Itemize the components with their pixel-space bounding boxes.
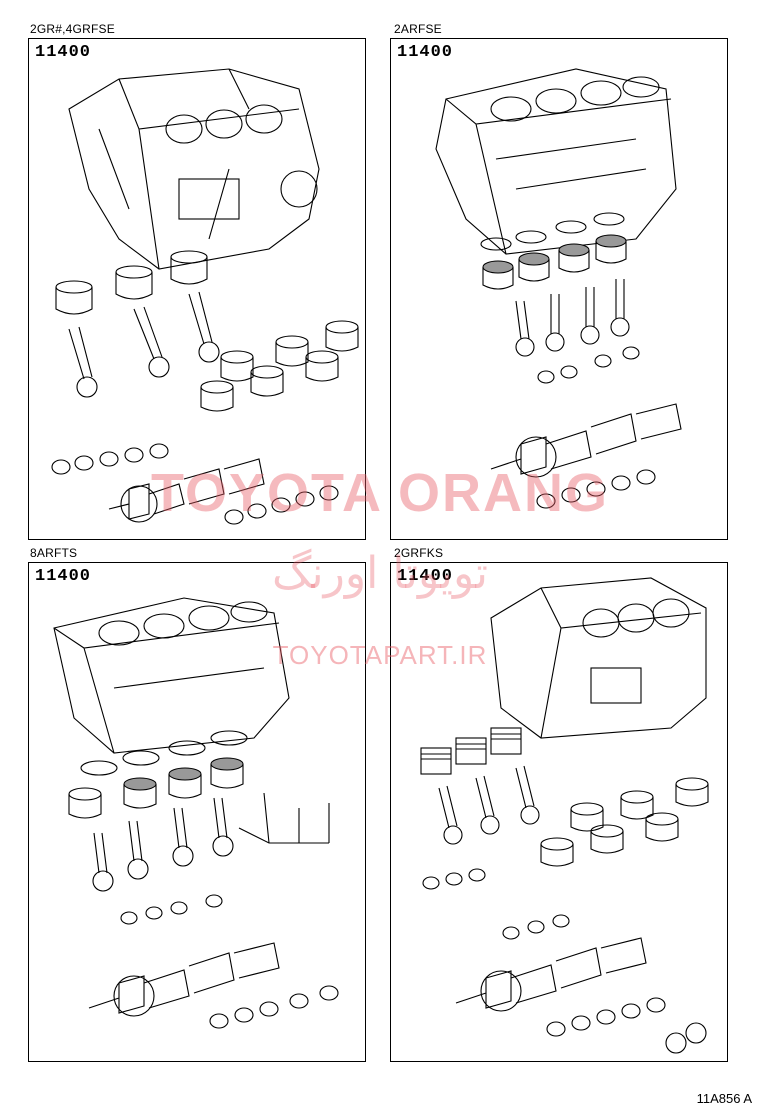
panel-1-illustration: [51, 68, 359, 525]
connecting-rods: [92, 797, 234, 892]
cylinder-block: [435, 68, 677, 255]
connecting-rods: [515, 279, 630, 357]
piston-rings: [480, 212, 625, 251]
crank-bearings-lower: [536, 469, 656, 509]
crankshaft: [455, 937, 647, 1012]
panel-3-diagram: 11400: [28, 562, 366, 1062]
pistons: [68, 757, 244, 819]
panel-1-diagram: 11400: [28, 38, 366, 540]
connecting-rods-bank-1: [68, 291, 220, 398]
panel-4-variant-label: 2GRFKS: [394, 546, 444, 560]
connecting-rods-bank-1: [438, 765, 540, 845]
panel-2-illustration: [435, 68, 682, 509]
figure-code: 11A856 A: [696, 1091, 752, 1106]
panel-4-illustration: [420, 577, 709, 1054]
crankshaft: [108, 458, 265, 523]
crankshaft: [88, 942, 280, 1017]
main-bearings: [120, 894, 223, 925]
panel-1-variant-label: 2GR#,4GRFSE: [30, 22, 115, 36]
piston-set-bank-1: [420, 727, 522, 775]
thrust-washers: [665, 1022, 707, 1054]
panel-2-part-number: 11400: [397, 43, 454, 62]
main-bearings: [51, 443, 169, 475]
piston-rings: [80, 730, 248, 776]
piston-set-bank-2: [200, 320, 359, 412]
panel-2-diagram: 11400: [390, 38, 728, 540]
cylinder-block: [490, 577, 707, 739]
crank-bearings-lower: [209, 985, 339, 1029]
oil-jet-pipe: [238, 792, 330, 844]
cylinder-block: [53, 597, 290, 754]
piston-set-bank-2: [540, 777, 709, 867]
panel-4-diagram: 11400: [390, 562, 728, 1062]
cylinder-block: [68, 68, 320, 270]
panel-1-part-number: 11400: [35, 43, 92, 62]
panel-4-part-number: 11400: [397, 567, 454, 586]
main-bearings: [537, 346, 640, 384]
crank-bearings-lower: [224, 485, 339, 525]
pistons: [482, 234, 627, 290]
panel-3-illustration: [53, 597, 339, 1029]
panel-2-variant-label: 2ARFSE: [394, 22, 442, 36]
crankshaft: [490, 403, 682, 478]
panel-3-variant-label: 8ARFTS: [30, 546, 78, 560]
piston-set-bank-1: [55, 250, 208, 315]
crank-bearings-lower: [546, 997, 666, 1037]
main-bearings: [422, 868, 570, 940]
panel-3-part-number: 11400: [35, 567, 92, 586]
